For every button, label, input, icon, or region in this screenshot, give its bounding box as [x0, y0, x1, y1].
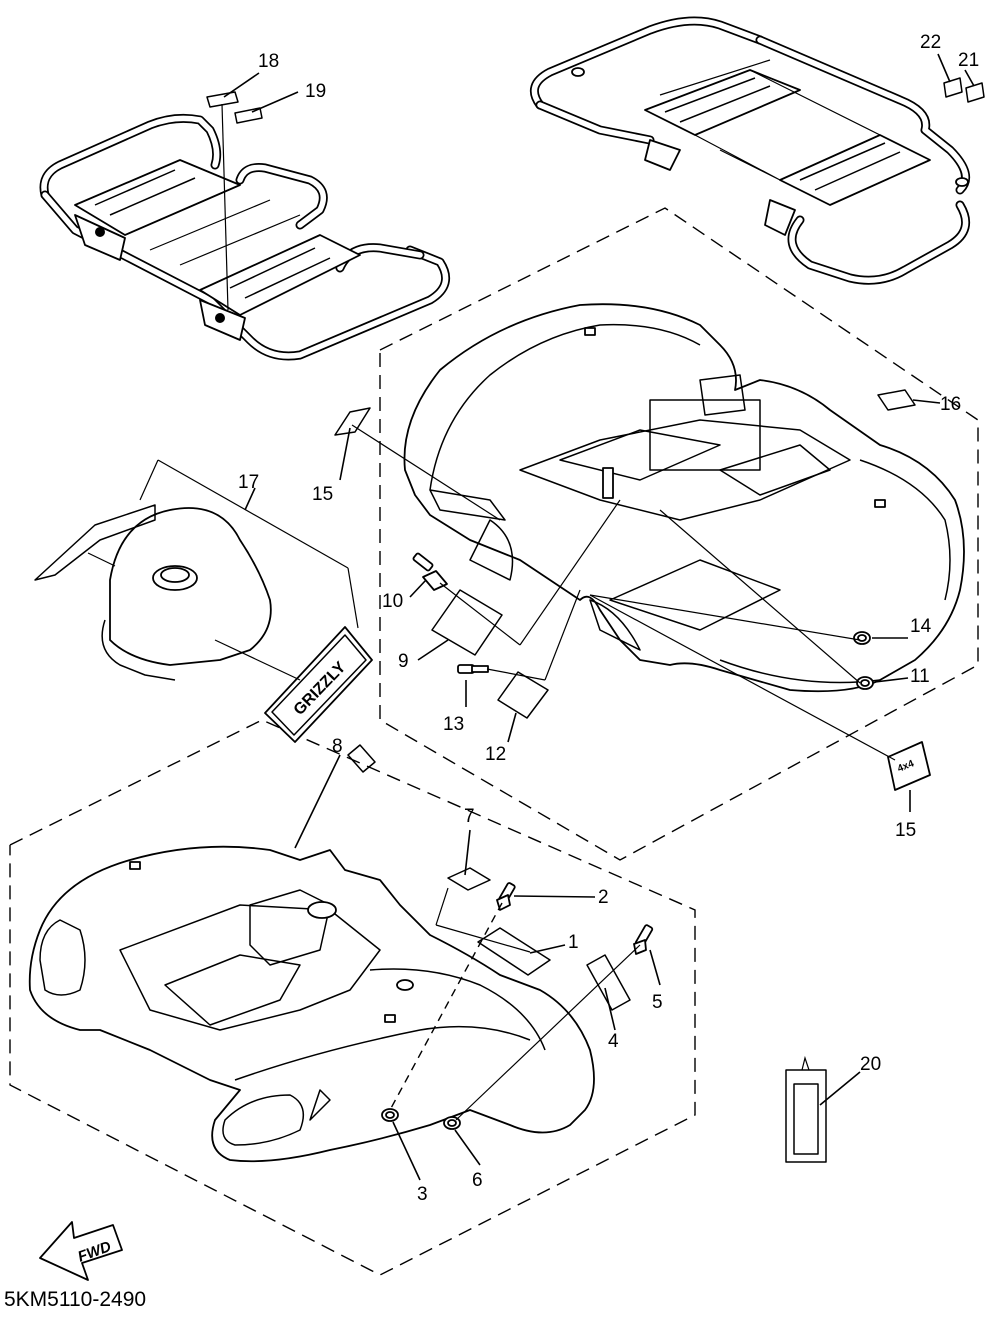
callout-17: 17	[238, 472, 259, 493]
callout-3: 3	[417, 1184, 428, 1205]
callout-11: 11	[910, 666, 930, 687]
callout-6: 6	[472, 1170, 483, 1191]
callout-8: 8	[332, 736, 343, 757]
callout-7: 7	[464, 806, 475, 827]
decal-4x4	[887, 741, 931, 791]
rivet-5	[633, 924, 654, 955]
rivet-2	[496, 882, 516, 911]
decal-20	[234, 107, 263, 124]
fwd-arrow: FWD	[39, 1221, 123, 1281]
callout-2: 2	[598, 887, 609, 908]
decal-16	[877, 389, 916, 411]
decal-21	[965, 82, 985, 103]
plate-9	[431, 589, 503, 656]
label-18	[785, 1069, 827, 1163]
callout-1: 1	[568, 932, 579, 953]
callout-21: 21	[958, 50, 979, 71]
plate-4	[586, 954, 631, 1011]
front-fender-assembly-boundary	[9, 719, 696, 1276]
callout-15b: 15	[895, 820, 916, 841]
callout-19: 18	[258, 51, 279, 72]
rear-fender	[403, 303, 965, 693]
front-carrier-rack	[39, 113, 451, 361]
callout-14: 14	[910, 616, 932, 637]
callout-4: 4	[608, 1031, 619, 1052]
callout-9: 9	[398, 651, 409, 672]
callout-numbers: 18 19 22 21 16 15 17 10 9 14 11 13 12 8 …	[238, 32, 979, 1205]
decal-15-left	[334, 407, 371, 436]
callout-12: 12	[485, 744, 506, 765]
front-fender	[28, 845, 595, 1163]
grizzly-emblem-plate	[264, 626, 373, 743]
callout-18: 20	[860, 1054, 881, 1075]
rivet-10	[412, 552, 448, 591]
rivet-13	[457, 664, 489, 674]
callout-20: 19	[305, 81, 326, 102]
decal-7	[447, 867, 491, 891]
plate-12	[497, 671, 549, 719]
diagram-code: 5KM5110-2490	[4, 1288, 146, 1311]
callout-16: 16	[940, 394, 961, 415]
decal-22	[943, 77, 963, 98]
callout-5: 5	[652, 992, 663, 1013]
decal-19	[206, 91, 239, 108]
rear-fender-assembly-boundary	[379, 207, 979, 861]
plate-1	[477, 927, 551, 976]
leader-lines	[87, 53, 975, 1181]
front-visor-panel	[101, 507, 272, 681]
callout-10: 10	[382, 591, 403, 612]
decal-8	[347, 744, 376, 773]
rear-carrier-rack	[529, 16, 971, 285]
front-visor-decal-sheet	[34, 504, 156, 581]
callout-15a: 15	[312, 484, 333, 505]
callout-13: 13	[443, 714, 464, 735]
callout-22: 22	[920, 32, 941, 53]
